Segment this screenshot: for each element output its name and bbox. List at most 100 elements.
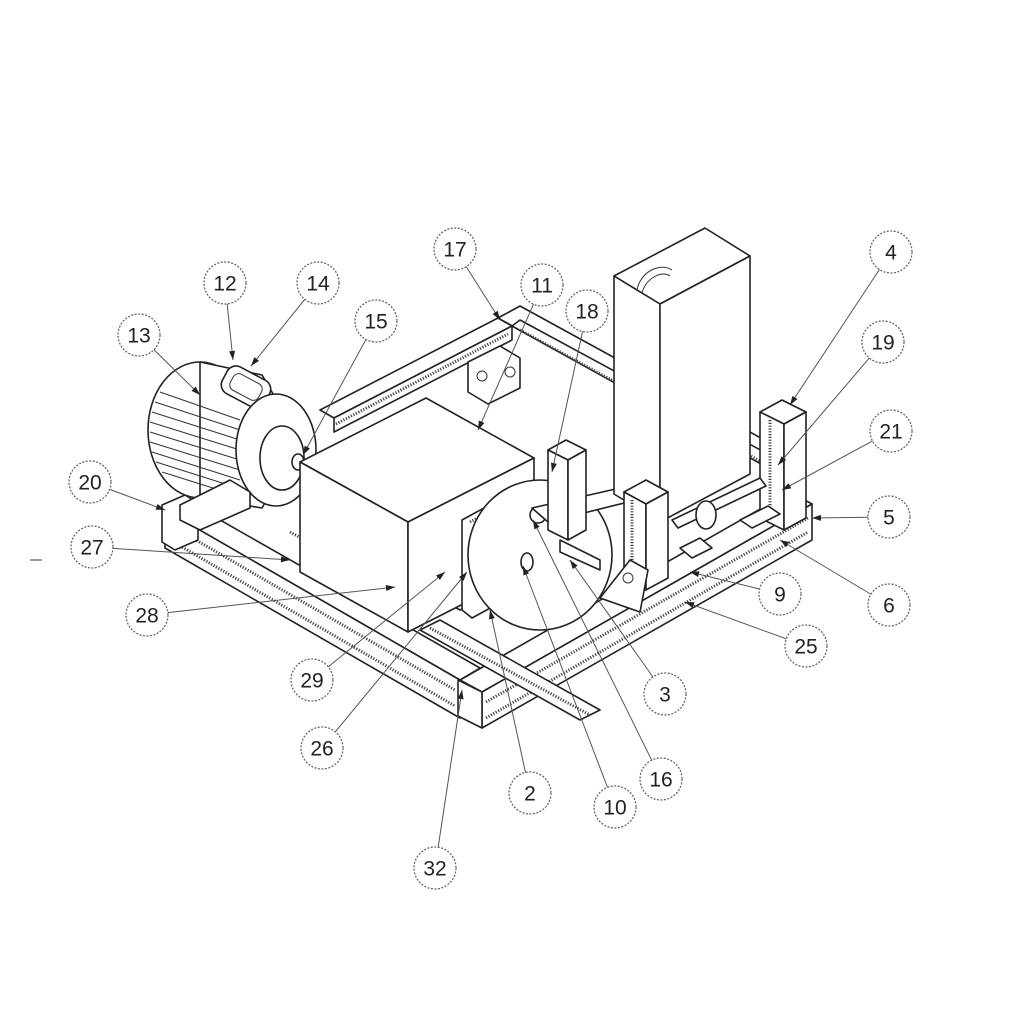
arrowhead-icon — [478, 420, 485, 430]
balloon-circle — [867, 495, 911, 539]
balloon-label: 19 — [871, 332, 894, 355]
leader-line — [684, 601, 787, 640]
balloon-item-29: 29 — [290, 571, 446, 702]
balloon-label: 17 — [443, 239, 466, 262]
balloon-circle — [413, 846, 457, 890]
balloon-item-32: 32 — [413, 689, 464, 890]
balloon-item-10: 10 — [522, 565, 637, 829]
balloon-label: 11 — [531, 275, 553, 298]
arrowhead-icon — [812, 514, 822, 521]
balloon-item-5: 5 — [811, 495, 911, 539]
balloon-label: 29 — [300, 670, 323, 693]
balloon-circle — [643, 672, 687, 716]
leader-line — [569, 559, 654, 678]
balloon-item-12: 12 — [203, 261, 247, 361]
balloon-item-16: 16 — [532, 519, 683, 801]
leader-line — [327, 571, 446, 668]
balloon-circle — [520, 263, 564, 307]
arrowhead-icon — [458, 572, 467, 581]
balloon-label: 12 — [213, 273, 236, 296]
balloon-label: 28 — [135, 605, 158, 628]
vertical-posts — [547, 399, 807, 613]
balloon-circle — [70, 525, 114, 569]
balloon-item-4: 4 — [789, 230, 913, 406]
arrowhead-icon — [685, 602, 695, 608]
balloon-label: 14 — [306, 273, 330, 296]
balloon-item-25: 25 — [684, 601, 828, 668]
balloon-circle — [869, 409, 913, 453]
balloon-item-15: 15 — [302, 299, 398, 456]
balloon-label: 10 — [603, 797, 626, 820]
balloon-label: 15 — [364, 311, 387, 334]
balloon-item-20: 20 — [68, 460, 166, 511]
balloon-label: 25 — [794, 636, 817, 659]
balloon-circle — [300, 726, 344, 770]
arrowhead-icon — [780, 540, 790, 548]
balloon-item-14: 14 — [250, 261, 340, 367]
arrowhead-icon — [782, 483, 792, 490]
balloon-circle — [290, 658, 334, 702]
balloon-circle — [125, 593, 169, 637]
arrowhead-icon — [570, 560, 578, 570]
leader-line — [250, 299, 306, 367]
arrowhead-icon — [533, 520, 540, 530]
arrowhead-icon — [436, 572, 445, 581]
balloon-label: 2 — [524, 783, 536, 806]
balloon-item-13: 13 — [117, 313, 201, 396]
balloon-item-17: 17 — [433, 227, 501, 321]
balloon-circle — [593, 785, 637, 829]
leader-line — [465, 266, 501, 321]
balloon-label: 4 — [885, 242, 897, 265]
balloon-item-26: 26 — [300, 571, 468, 770]
balloon-label: 9 — [774, 584, 786, 607]
arrowhead-icon — [280, 556, 290, 563]
arrowhead-icon — [778, 456, 787, 465]
balloon-label: 13 — [127, 325, 150, 348]
leader-line — [109, 488, 166, 511]
vertical-column — [613, 227, 751, 523]
balloon-label: 18 — [575, 301, 598, 324]
leader-line — [779, 539, 872, 595]
balloon-circle — [296, 261, 340, 305]
balloon-circle — [869, 230, 913, 274]
balloon-item-6: 6 — [779, 539, 911, 627]
leader-line — [811, 516, 869, 519]
balloon-circle — [203, 261, 247, 305]
arrowhead-icon — [488, 610, 495, 620]
balloon-item-19: 19 — [777, 320, 905, 466]
balloon-circle — [861, 320, 905, 364]
balloon-label: 6 — [883, 595, 895, 618]
balloon-circle — [758, 572, 802, 616]
balloon-item-2: 2 — [488, 609, 552, 815]
balloon-item-3: 3 — [569, 559, 687, 716]
balloon-circle — [867, 583, 911, 627]
leader-line — [302, 339, 367, 456]
arrowhead-icon — [790, 395, 798, 405]
arrowhead-icon — [457, 690, 464, 700]
balloon-item-28: 28 — [125, 585, 396, 637]
balloon-label: 32 — [423, 858, 446, 881]
balloon-label: 27 — [80, 537, 103, 560]
balloon-label: 20 — [78, 472, 101, 495]
arrowhead-icon — [155, 504, 165, 510]
leader-line — [167, 586, 396, 614]
balloon-item-27: 27 — [70, 525, 291, 569]
arrowhead-icon — [523, 566, 530, 576]
arrowhead-icon — [251, 357, 259, 366]
electric-motor — [147, 361, 317, 531]
arrowhead-icon — [492, 310, 500, 320]
leader-line — [477, 304, 534, 431]
arrowhead-icon — [191, 386, 200, 395]
balloon-circle — [784, 624, 828, 668]
arrowhead-icon — [303, 445, 310, 455]
balloon-label: 21 — [879, 421, 902, 444]
balloon-circle — [354, 299, 398, 343]
leader-line — [789, 269, 880, 406]
leader-line — [153, 349, 201, 396]
leader-line — [781, 440, 873, 491]
leader-line — [689, 571, 760, 590]
balloon-label: 16 — [649, 769, 672, 792]
leader-line — [522, 565, 608, 788]
